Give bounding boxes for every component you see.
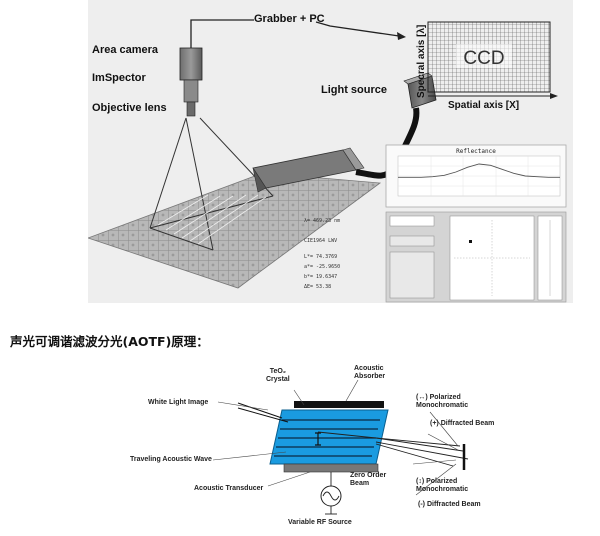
rf-source-label: Variable RF Source bbox=[288, 519, 352, 526]
aotf-diagram: TeO₂ Crystal Acoustic Absorber White Lig… bbox=[118, 360, 538, 536]
illumination-area bbox=[157, 194, 267, 245]
teo2-crystal-label: TeO₂ Crystal bbox=[266, 368, 290, 383]
grabber-pc-label: Grabber + PC bbox=[254, 13, 325, 25]
hyperspectral-setup-figure: CCD Specral axis [λ] Reflectance bbox=[88, 0, 573, 303]
diffracted-beam-2-label: (-) Diffracted Beam bbox=[418, 501, 481, 508]
acoustic-transducer bbox=[283, 463, 379, 473]
area-camera-label: Area camera bbox=[92, 44, 159, 56]
lamp-housing bbox=[252, 147, 365, 193]
color-point-marker bbox=[469, 240, 472, 243]
acoustic-wave-lines bbox=[274, 419, 380, 457]
diffracted-beam-1-label: (+) Diffracted Beam bbox=[430, 420, 495, 427]
objective-lens-label: Objective lens bbox=[92, 102, 167, 114]
ccd-text: CCD bbox=[463, 48, 504, 69]
white-light-label: White Light Image bbox=[148, 399, 209, 406]
spatial-axis-label: Spatial axis [X] bbox=[448, 100, 520, 111]
readout-b: b*= 19.6347 bbox=[304, 274, 338, 280]
field-of-view-lines bbox=[149, 117, 274, 251]
sine-wave-icon bbox=[322, 491, 340, 501]
area-camera-body bbox=[179, 47, 203, 117]
readout-a: a*= -25.9650 bbox=[304, 264, 341, 270]
reflectance-chart-title: Reflectance bbox=[456, 148, 496, 155]
sample-tray bbox=[88, 172, 382, 289]
zero-order-label: Zero Order Beam bbox=[350, 472, 387, 487]
readout-mode: CIE1964 LWV bbox=[304, 238, 338, 244]
reflectance-series-line bbox=[398, 163, 560, 178]
readout-de: ΔE= 53.38 bbox=[304, 284, 332, 290]
light-source-label: Light source bbox=[321, 84, 388, 96]
polarized-mono-1-label: (↔) Polarized Monochromatic bbox=[416, 394, 469, 409]
spectral-axis-label: Specral axis [λ] bbox=[416, 25, 427, 98]
readout-l: L*= 74.3769 bbox=[304, 254, 338, 260]
grabber-arrow bbox=[315, 21, 400, 37]
readout-panel bbox=[385, 211, 567, 303]
acoustic-absorber bbox=[294, 401, 384, 408]
traveling-wave-label: Traveling Acoustic Wave bbox=[130, 456, 212, 463]
polarized-mono-2-label: (↕) Polarized Monochromatic bbox=[416, 478, 469, 493]
camera-cable bbox=[190, 19, 254, 48]
acoustic-absorber-label: Acoustic Absorber bbox=[354, 365, 386, 380]
imspector-label: ImSpector bbox=[92, 72, 146, 84]
aotf-heading: 声光可调谐滤波分光(AOTF)原理： bbox=[10, 334, 209, 349]
reflectance-panel: Reflectance bbox=[385, 144, 567, 208]
readout-wavelength: λ= 469.23 nm bbox=[304, 218, 341, 224]
transducer-label: Acoustic Transducer bbox=[194, 485, 264, 492]
